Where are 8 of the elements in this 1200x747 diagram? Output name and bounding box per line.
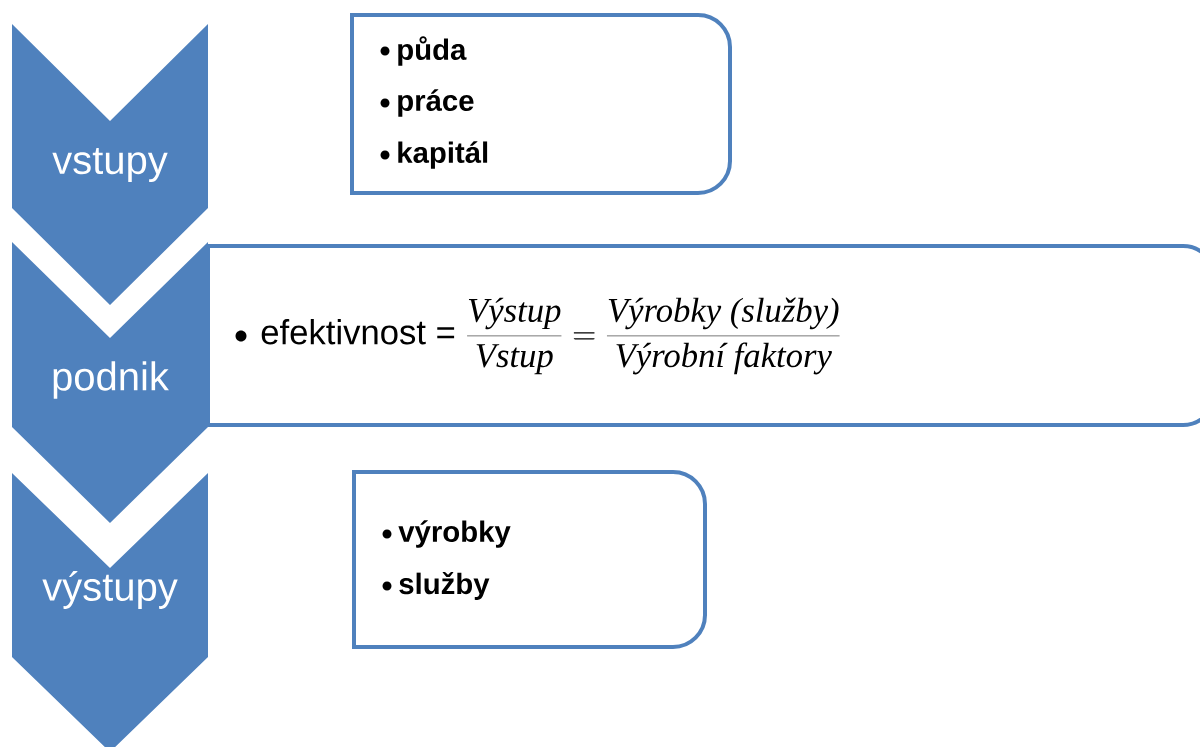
node-label: podnik: [53, 361, 169, 399]
chevron-step: vstupy: [12, 24, 208, 305]
chevron-step: výstupy: [12, 473, 208, 747]
chevron-step: podnik: [12, 242, 208, 523]
bullet-box: výrobky služby: [352, 470, 707, 649]
node-label: vstupy: [52, 147, 168, 183]
formula-box: efektivnost = $\frac{\textit{Výstup}}{\textit{Vstup}} = \frac{\textit{Výrobky (služby)}}{\textit{Výrobní faktory}}$: [206, 244, 1200, 427]
bullet-box: půda práce kapitál: [350, 13, 732, 195]
